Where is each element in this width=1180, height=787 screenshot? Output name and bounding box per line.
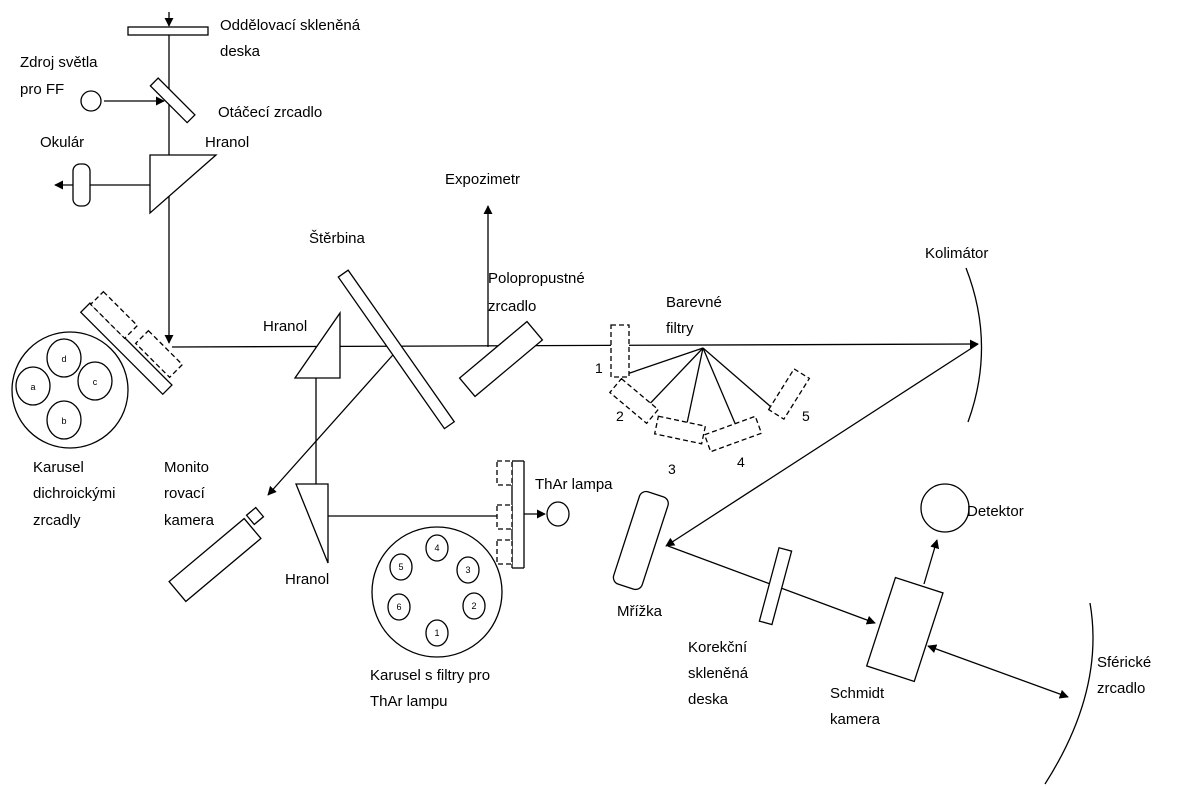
color-filter-2 <box>608 377 660 425</box>
slit <box>337 269 456 430</box>
eyepiece-lens <box>72 163 91 207</box>
carousel-slot-c <box>77 361 113 401</box>
prism-top-label: Hranol <box>205 134 249 151</box>
thar-filter-1: 1 <box>434 628 439 638</box>
schmidt-camera-label-1: Schmidt <box>830 685 885 702</box>
thar-filter-holder <box>496 460 525 569</box>
semi-transparent-mirror <box>458 320 544 398</box>
dichroic-carousel: a b c d <box>11 331 129 449</box>
dichroic-slot-lower <box>134 329 184 379</box>
prism-mid-label: Hranol <box>263 318 307 335</box>
filter-position-1: 1 <box>595 360 603 376</box>
rotating-mirror-label: Otáčecí zrcadlo <box>218 104 322 121</box>
thar-filter-3: 3 <box>465 565 470 575</box>
ff-source-label-1: Zdroj světla <box>20 54 98 71</box>
monitor-beam <box>267 346 401 496</box>
ff-source-label-2: pro FF <box>20 81 64 98</box>
spherical-mirror-label-2: zrcadlo <box>1097 680 1145 697</box>
monitor-camera-label-1: Monito <box>164 459 209 476</box>
carousel-slot-d <box>46 338 82 378</box>
carousel-slot-c-label: c <box>93 377 98 387</box>
filter-position-5: 5 <box>802 408 810 424</box>
detector <box>920 483 970 533</box>
dichroic-carousel-label-2: dichroickými <box>33 485 116 502</box>
detector-label: Detektor <box>967 503 1024 520</box>
thar-lamp <box>546 501 570 527</box>
separation-plate <box>127 26 209 36</box>
correction-plate <box>758 546 793 626</box>
color-filter-5 <box>767 367 811 421</box>
detector-beam <box>923 539 940 585</box>
correction-plate-label-3: deska <box>688 691 729 708</box>
thar-filter-2: 2 <box>471 601 476 611</box>
color-filter-4 <box>703 415 763 453</box>
dichroic-carousel-label-3: zrcadly <box>33 512 81 529</box>
thar-lamp-label: ThAr lampa <box>535 476 613 493</box>
prism-top <box>149 154 218 215</box>
diffraction-grating <box>612 490 669 591</box>
grating-label: Mřížka <box>617 603 663 620</box>
filter-position-3: 3 <box>668 461 676 477</box>
separation-plate-label-1: Oddělovací skleněná <box>220 17 361 34</box>
spherical-beam <box>927 644 1069 699</box>
dichroic-carousel-label-1: Karusel <box>33 459 84 476</box>
correction-plate-label-1: Korekční <box>688 639 748 656</box>
spherical-mirror-label-1: Sférické <box>1097 654 1151 671</box>
color-filters-label-2: filtry <box>666 320 694 337</box>
color-filter-1 <box>610 324 630 378</box>
collimator-mirror <box>965 267 983 423</box>
collimator-label: Kolimátor <box>925 245 988 262</box>
color-filters <box>608 324 811 453</box>
correction-plate-label-2: skleněná <box>688 665 749 682</box>
carousel-slot-b-label: b <box>61 416 66 426</box>
slit-label: Štěrbina <box>309 230 366 247</box>
collimator-return-beam <box>665 343 979 547</box>
color-filters-label-1: Barevné <box>666 294 722 311</box>
light-paths <box>54 12 1069 699</box>
carousel-slot-a <box>15 366 51 406</box>
schmidt-camera-label-2: kamera <box>830 711 881 728</box>
main-beam <box>171 339 979 349</box>
semi-mirror-label-2: zrcadlo <box>488 298 536 315</box>
monitor-camera <box>168 506 265 603</box>
filter-carousel-label-2: ThAr lampu <box>370 693 448 710</box>
dichroic-slot-upper <box>89 290 139 340</box>
thar-filter-4: 4 <box>434 543 439 553</box>
labels: Oddělovací skleněná deska Zdroj světla p… <box>20 17 1151 728</box>
thar-filter-carousel: 1 2 3 4 5 6 <box>371 526 503 658</box>
carousel-slot-d-label: d <box>61 354 66 364</box>
schmidt-camera <box>865 576 944 683</box>
prism-mid <box>293 310 341 379</box>
filter-carousel-label-1: Karusel s filtry pro <box>370 667 490 684</box>
prism-bottom-label: Hranol <box>285 571 329 588</box>
prism-bottom <box>295 483 329 564</box>
spherical-mirror <box>1044 602 1094 785</box>
filter-position-4: 4 <box>737 454 745 470</box>
carousel-slot-b <box>46 400 82 440</box>
ff-light-source <box>80 90 102 112</box>
separation-plate-label-2: deska <box>220 43 261 60</box>
carousel-slot-a-label: a <box>30 382 35 392</box>
monitor-camera-label-3: kamera <box>164 512 215 529</box>
exposure-meter-label: Expozimetr <box>445 171 520 188</box>
color-filter-3 <box>653 415 707 445</box>
thar-filter-6: 6 <box>396 602 401 612</box>
rotating-mirror <box>149 77 196 124</box>
filter-position-2: 2 <box>616 408 624 424</box>
eyepiece-label: Okulár <box>40 134 84 151</box>
dichroic-mirror <box>79 302 173 396</box>
monitor-camera-label-2: rovací <box>164 485 206 502</box>
thar-filter-5: 5 <box>398 562 403 572</box>
semi-mirror-label-1: Polopropustné <box>488 270 585 287</box>
